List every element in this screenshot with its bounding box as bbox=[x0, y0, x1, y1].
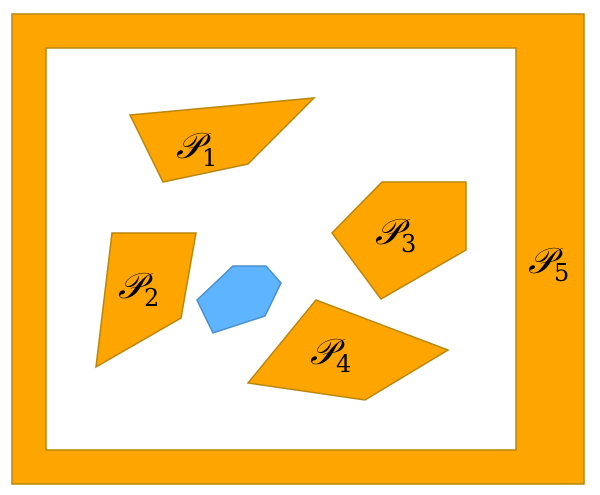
polygon-p5-frame bbox=[11, 13, 585, 485]
polygon-p4 bbox=[246, 299, 450, 401]
label-p5: 𝒫5 bbox=[528, 241, 569, 287]
polygon-p2 bbox=[95, 232, 197, 369]
polygon-p3 bbox=[331, 181, 467, 300]
polygon-p1 bbox=[128, 97, 316, 183]
hexagon-robot bbox=[196, 265, 282, 334]
label-p3: 𝒫3 bbox=[375, 212, 416, 258]
